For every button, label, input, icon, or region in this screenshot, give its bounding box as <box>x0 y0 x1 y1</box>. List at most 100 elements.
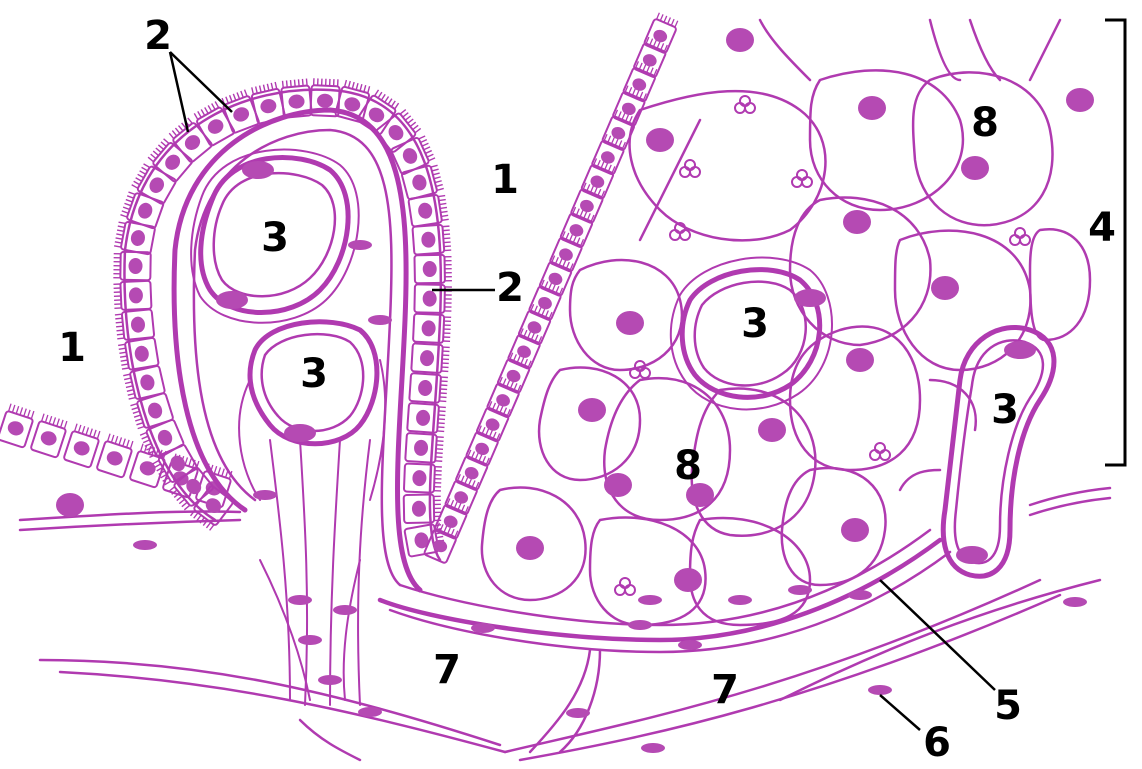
nucleus <box>610 125 628 142</box>
nucleus <box>841 518 869 542</box>
nucleus <box>105 449 125 467</box>
cilium <box>241 91 243 98</box>
cilium <box>587 213 590 219</box>
nucleus <box>452 489 470 506</box>
cilium <box>422 143 428 146</box>
cilium <box>475 453 478 459</box>
cilium <box>45 415 47 423</box>
label-4: 4 <box>1088 205 1116 251</box>
fibroblast-nucleus <box>848 590 872 600</box>
cilium <box>567 262 570 268</box>
cilium <box>563 260 566 266</box>
cilium <box>660 14 663 20</box>
cilium <box>552 285 555 291</box>
cilium <box>440 207 447 208</box>
cilium <box>576 209 579 215</box>
nucleus <box>604 473 632 497</box>
nucleus <box>463 465 481 482</box>
cilium <box>78 425 80 433</box>
cilium <box>439 200 446 201</box>
nucleus <box>231 105 251 124</box>
cilium <box>493 403 496 409</box>
cilium <box>443 238 450 239</box>
cilium <box>64 421 66 429</box>
cilium <box>121 364 128 365</box>
cilium <box>116 330 123 331</box>
cilium <box>438 196 445 197</box>
cilium <box>116 234 123 235</box>
cilium <box>535 335 538 341</box>
cilium <box>153 460 159 463</box>
cilium <box>636 90 639 96</box>
cilium <box>306 79 307 86</box>
cilium <box>298 79 299 86</box>
cilium <box>233 94 235 101</box>
cilium <box>410 122 415 126</box>
cilium <box>158 145 163 150</box>
cilium <box>263 85 265 92</box>
epithelial-cell <box>118 338 159 372</box>
cilium <box>123 207 130 209</box>
nucleus <box>147 175 167 196</box>
leader-lines <box>170 52 995 730</box>
nucleus <box>674 568 702 592</box>
cilium <box>535 306 538 312</box>
cilium <box>197 515 201 521</box>
cilium <box>123 439 125 447</box>
red-blood-cells <box>1010 228 1030 245</box>
cilium <box>587 184 590 190</box>
nucleus <box>6 419 26 437</box>
cilium <box>444 246 451 247</box>
nucleus <box>423 261 437 277</box>
nucleus <box>417 202 433 220</box>
cilium <box>483 456 486 462</box>
fibroblast-nucleus <box>348 240 372 250</box>
cilium <box>145 444 151 447</box>
label-3-upper: 3 <box>261 215 289 261</box>
cilium <box>514 383 517 389</box>
label-2-right: 2 <box>496 265 524 311</box>
cilium <box>496 405 499 411</box>
cilium <box>436 536 443 537</box>
epithelial-cell <box>0 403 36 448</box>
cilium <box>566 233 569 239</box>
nucleus <box>484 416 502 433</box>
cilium <box>619 141 622 147</box>
fibroblast-nucleus <box>318 675 342 685</box>
nucleus <box>578 198 596 215</box>
epithelial-cell <box>114 220 156 254</box>
epithelial-cell <box>96 433 134 478</box>
nucleus <box>961 156 989 180</box>
nucleus <box>130 316 146 333</box>
label-7-right: 7 <box>711 667 739 713</box>
cilium <box>119 437 121 445</box>
cilium <box>287 80 288 87</box>
epithelial-cell <box>401 163 444 200</box>
fibroblast-nucleus <box>641 743 665 753</box>
cilium <box>94 430 96 438</box>
fibroblast-nucleus <box>133 540 157 550</box>
nucleus <box>412 470 427 487</box>
cilium <box>134 181 140 184</box>
cilium <box>256 86 258 93</box>
cilium <box>490 430 493 436</box>
cilium <box>538 307 541 313</box>
cilium <box>128 394 135 396</box>
epithelial-cell <box>404 494 442 523</box>
cilium <box>517 356 520 362</box>
nucleus <box>641 52 659 69</box>
nucleus <box>557 246 575 263</box>
cilium <box>130 441 132 449</box>
cilium <box>545 282 548 288</box>
cilium <box>140 433 146 436</box>
cilium <box>188 118 192 123</box>
cilium <box>345 80 347 87</box>
nucleus <box>134 345 150 363</box>
red-blood-cells <box>792 170 812 187</box>
cilium <box>482 427 485 433</box>
cilium <box>444 242 451 243</box>
cilium <box>408 119 413 123</box>
label-3-right: 3 <box>991 387 1019 433</box>
nucleus <box>130 229 147 247</box>
nucleus <box>155 428 174 448</box>
